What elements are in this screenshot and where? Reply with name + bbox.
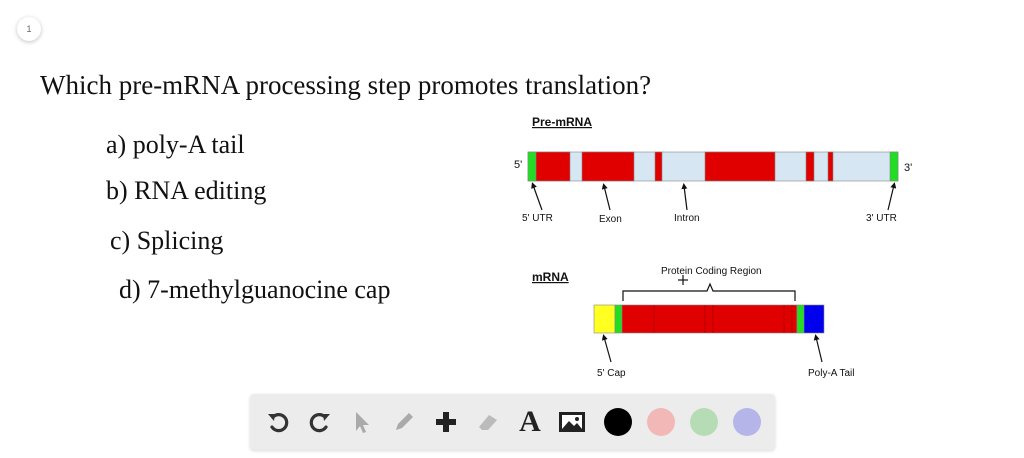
rna-processing-diagram: Pre-mRNA 5' 3' 5' UTR Exon Intron 3' UTR…	[514, 115, 912, 379]
color-red-button[interactable]	[643, 404, 679, 440]
three-prime-label: 3'	[904, 162, 912, 174]
redo-button[interactable]	[302, 404, 338, 440]
mrna-poly-a-tail	[803, 304, 825, 334]
premrna-5utr	[527, 151, 537, 182]
redo-icon	[309, 413, 330, 433]
image-icon	[559, 412, 585, 432]
coding-region-bracket	[622, 282, 796, 301]
color-swatch-red	[647, 408, 675, 436]
text-button[interactable]: A	[512, 404, 548, 440]
premrna-exon	[805, 151, 815, 182]
color-swatch-green	[690, 408, 718, 436]
plus-icon	[436, 412, 456, 432]
utr5-label: 5' UTR	[522, 213, 553, 224]
image-button[interactable]	[554, 404, 590, 440]
undo-icon	[268, 413, 289, 433]
mrna-5utr	[614, 304, 623, 334]
premrna-3utr	[889, 151, 899, 182]
option-d: d) 7-methylguanocine cap	[119, 275, 391, 304]
drawing-toolbar: A	[250, 394, 775, 450]
option-c: c) Splicing	[110, 226, 224, 255]
premrna-title: Pre-mRNA	[532, 115, 592, 129]
intron-label: Intron	[674, 213, 700, 224]
move-cursor-icon	[678, 275, 688, 285]
color-swatch-black	[604, 408, 632, 436]
eraser-button[interactable]	[470, 404, 506, 440]
tail-label: Poly-A Tail	[808, 368, 855, 379]
coding-region-label: Protein Coding Region	[661, 266, 762, 277]
add-button[interactable]	[428, 404, 464, 440]
option-b: b) RNA editing	[106, 176, 267, 205]
mrna-bar	[593, 304, 825, 334]
pointer-button[interactable]	[344, 404, 380, 440]
question-text: Which pre-mRNA processing step promotes …	[40, 70, 652, 100]
mrna-3utr	[796, 304, 805, 334]
tail-arrow	[813, 334, 823, 363]
premrna-exon	[827, 151, 834, 182]
color-swatch-blue	[733, 408, 761, 436]
option-a: a) poly-A tail	[106, 130, 245, 159]
color-green-button[interactable]	[686, 404, 722, 440]
page-number-badge[interactable]: 1	[17, 17, 41, 41]
mrna-coding-region	[621, 304, 798, 334]
color-black-button[interactable]	[600, 404, 636, 440]
intron-arrow	[681, 183, 688, 211]
undo-button[interactable]	[260, 404, 296, 440]
exon-label: Exon	[599, 214, 622, 225]
utr3-label: 3' UTR	[866, 213, 897, 224]
exon-arrow	[601, 183, 611, 211]
mrna-5cap	[593, 304, 616, 334]
premrna-bar	[527, 151, 899, 182]
pencil-icon	[396, 413, 413, 430]
utr3-arrow	[887, 182, 897, 211]
pointer-icon	[356, 412, 369, 433]
five-prime-label: 5'	[514, 159, 522, 171]
utr5-arrow	[531, 182, 543, 211]
mrna-title: mRNA	[532, 270, 569, 284]
page-number: 1	[26, 24, 32, 34]
premrna-exon	[535, 151, 571, 182]
text-icon: A	[519, 405, 541, 438]
premrna-exon	[704, 151, 776, 182]
cap-label: 5' Cap	[597, 368, 626, 379]
pencil-button[interactable]	[386, 404, 422, 440]
cap-arrow	[601, 334, 612, 363]
premrna-exon	[654, 151, 663, 182]
color-blue-button[interactable]	[729, 404, 765, 440]
eraser-icon	[479, 415, 497, 430]
premrna-exon	[581, 151, 635, 182]
